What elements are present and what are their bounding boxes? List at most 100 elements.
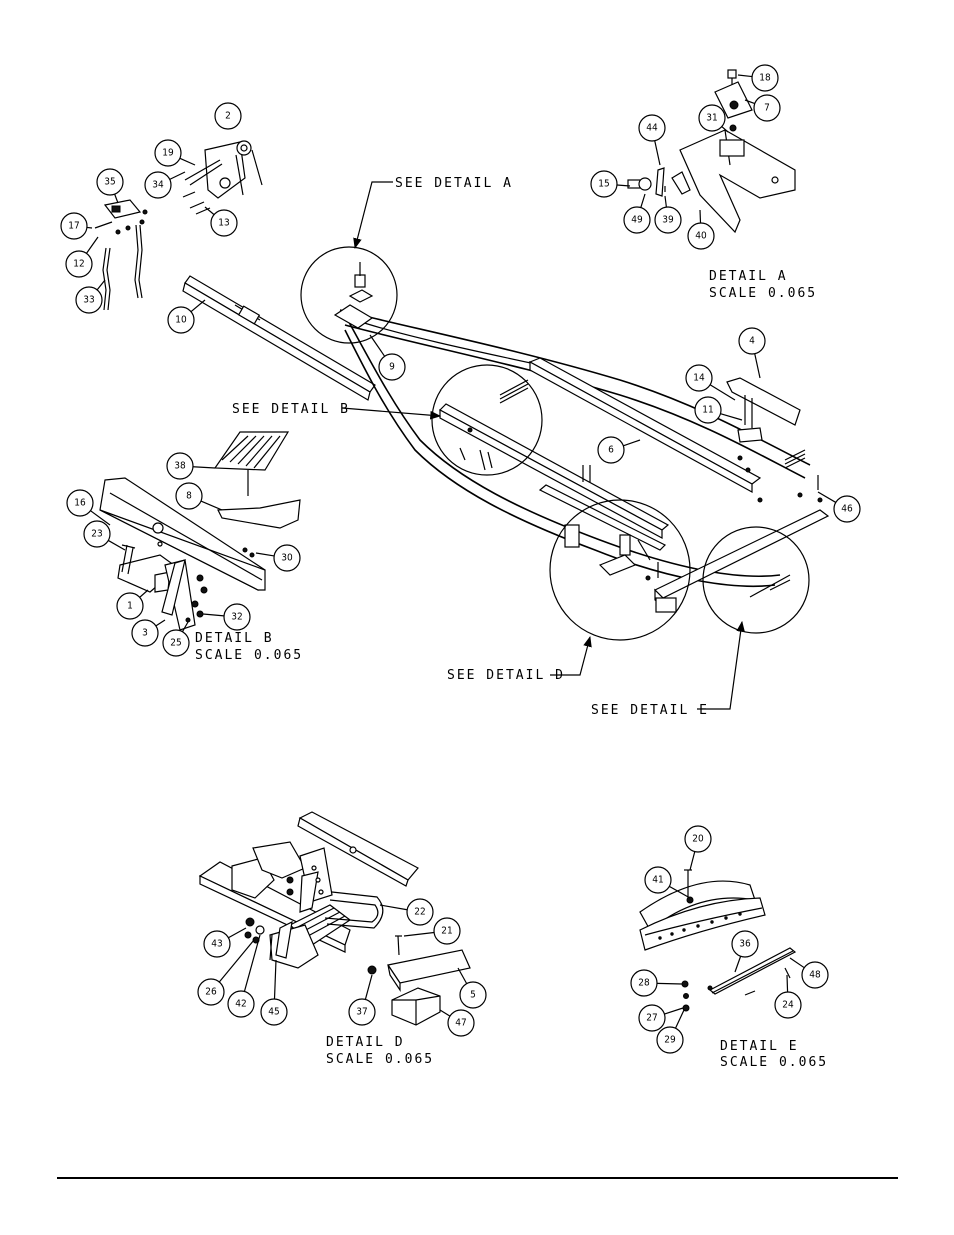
detail-e-circle [702,526,810,634]
callout-leader [204,206,215,216]
callout-leader [699,209,702,224]
callout-number: 20 [692,834,704,845]
callout-number: 10 [175,315,187,326]
callout-leader [720,413,743,421]
callout-number: 11 [702,405,713,416]
callout-number: 29 [664,1035,676,1046]
callout-34: 34 [144,171,186,199]
callout-leader [616,184,631,187]
callout-leader [255,552,275,557]
callout-number: 5 [470,990,476,1001]
callout-3: 3 [131,619,166,647]
callout-39: 39 [654,195,682,234]
callout-bubble [83,520,111,548]
callout-leader [155,619,166,627]
callout-leader [817,491,837,503]
callout-bubble [197,978,225,1006]
callout-bubble [96,168,124,196]
callout-leader [786,974,789,993]
callout-number: 38 [174,461,186,472]
callout-leader [190,299,206,313]
callout-leader [737,74,753,78]
callout-21: 21 [403,917,461,945]
bracket-35 [94,199,148,311]
callout-bubble [833,495,861,523]
callout-leader [640,193,646,208]
callout-37: 37 [348,974,376,1026]
callout-number: 42 [235,999,246,1010]
callout-number: 15 [598,179,609,190]
callout-number: 26 [205,987,217,998]
callout-leader [439,1009,451,1017]
callout-leader [457,967,468,984]
callout-number: 48 [809,970,821,981]
callout-number: 17 [68,221,79,232]
callout-bubble [203,930,231,958]
callout-number: 40 [695,231,707,242]
callout-number: 7 [764,103,770,114]
callout-bubble [751,64,779,92]
callout-17: 17 [60,212,93,240]
callout-bubble [75,286,103,314]
callout-number: 34 [152,180,164,191]
callout-7: 7 [744,94,781,122]
callout-number: 33 [83,295,94,306]
detail-b-circle [431,364,543,476]
callout-bubble [447,1009,475,1037]
callout-number: 28 [638,978,650,989]
callout-number: 19 [162,148,174,159]
detail-e-scale: SCALE 0.065 [720,1055,828,1070]
callout-bubble [731,930,759,958]
callout-number: 4 [749,336,755,347]
callout-bubble [144,171,172,199]
callout-bubble [654,206,682,234]
callout-number: 36 [739,939,751,950]
callout-number: 41 [652,875,663,886]
callout-5: 5 [457,967,487,1009]
callout-43: 43 [203,927,247,958]
callout-15: 15 [590,170,631,198]
callout-number: 32 [231,612,242,623]
callout-bubble [630,969,658,997]
callout-leader [114,193,119,204]
detail-e-drawing [639,869,797,1012]
callout-leader [107,539,126,551]
callout-bubble [348,998,376,1026]
callout-29: 29 [656,1009,685,1054]
callout-14: 14 [685,364,736,401]
callout-bubble [210,209,238,237]
callout-number: 21 [441,926,452,937]
detail-d-title: DETAIL D [326,1035,405,1050]
callout-19: 19 [154,139,196,167]
callout-number: 9 [389,362,395,373]
callout-23: 23 [83,520,126,551]
callout-bubble [687,222,715,250]
callout-4: 4 [738,327,766,379]
callout-38: 38 [166,452,216,480]
callout-leader [379,904,408,911]
callout-number: 49 [631,215,643,226]
callout-27: 27 [638,1004,684,1032]
callout-number: 43 [211,939,222,950]
callout-bubble [433,917,461,945]
see-detail-b-label: SEE DETAIL B [232,402,350,417]
callout-11: 11 [694,396,743,424]
callout-bubble [166,452,194,480]
callout-number: 39 [662,215,674,226]
callout-number: 8 [186,491,192,502]
callout-leader [669,885,691,899]
callout-bubble [273,544,301,572]
callout-49: 49 [623,193,651,234]
callout-28: 28 [630,969,683,997]
callout-44: 44 [638,114,666,166]
callout-leader [654,140,661,166]
callout-leader [243,934,261,992]
callout-leader [181,621,189,633]
callout-leader [623,439,641,447]
callout-bubble [698,104,726,132]
callout-bubble [623,206,651,234]
callout-bubble [590,170,618,198]
bunk-pad-front [499,379,529,404]
callout-bubble [738,327,766,355]
